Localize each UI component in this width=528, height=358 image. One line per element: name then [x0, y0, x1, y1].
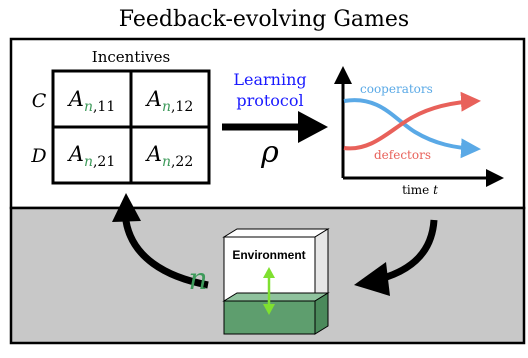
y-axis-arrowhead — [334, 66, 352, 84]
environment-label: Environment — [232, 248, 305, 262]
row-label-defect: D — [30, 145, 46, 167]
dynamics-plot: cooperators defectors time t — [334, 66, 504, 197]
learning-protocol-line1: Learning — [233, 70, 306, 89]
time-axis-label: time t — [402, 183, 438, 197]
incentives-heading: Incentives — [92, 48, 170, 66]
matrix-cell-11: An,11 — [67, 87, 115, 115]
rho-symbol: ρ — [260, 135, 279, 170]
feedback-arrow-down — [354, 219, 438, 296]
cooperators-label: cooperators — [360, 82, 433, 96]
cooperators-curve — [343, 98, 481, 159]
environment-box: Environment — [222, 228, 330, 335]
x-axis-arrowhead — [486, 169, 504, 187]
defectors-label: defectors — [374, 148, 431, 162]
feedback-arrow-up — [112, 193, 209, 289]
diagram-title: Feedback-evolving Games — [119, 7, 409, 32]
matrix-cell-22: An,22 — [145, 142, 193, 170]
environment-state-symbol: n — [188, 262, 207, 297]
incentive-matrix — [51, 69, 211, 185]
learning-protocol-line2: protocol — [236, 91, 303, 110]
environment-change-arrow — [263, 267, 275, 315]
row-label-cooperate: C — [32, 90, 47, 112]
matrix-cell-12: An,12 — [145, 87, 193, 115]
defectors-curve — [343, 91, 481, 151]
learning-arrow — [222, 111, 328, 143]
matrix-cell-21: An,21 — [67, 142, 115, 170]
